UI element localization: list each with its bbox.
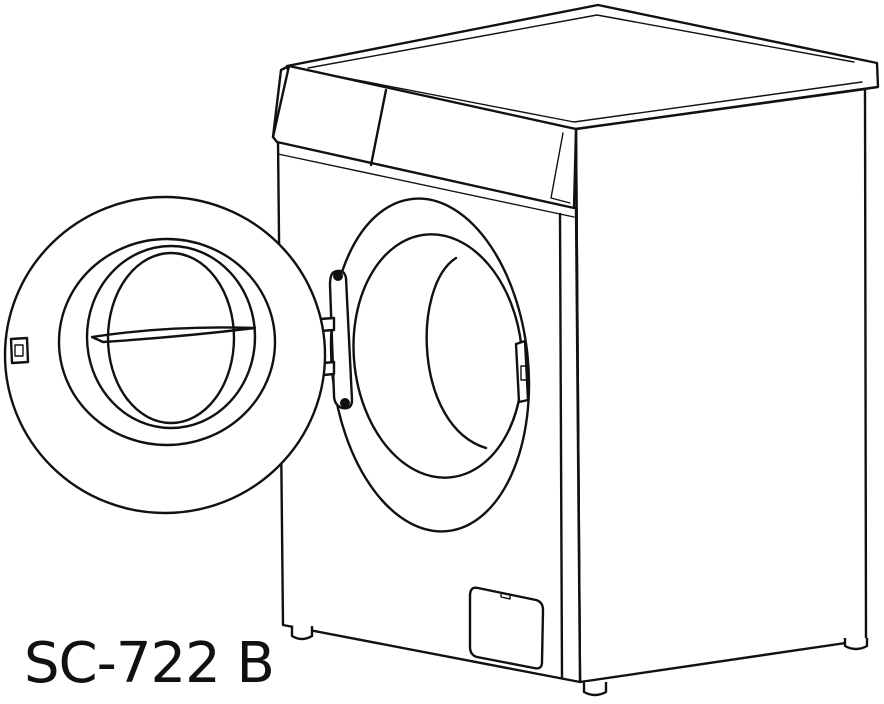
feet: [290, 626, 869, 697]
side-panel: [574, 87, 868, 684]
open-door: [3, 195, 327, 515]
door-latch-icon: [514, 339, 530, 404]
control-panel: [271, 64, 578, 210]
filter-cover: [468, 586, 545, 670]
model-label: SC-722 B: [24, 631, 275, 696]
